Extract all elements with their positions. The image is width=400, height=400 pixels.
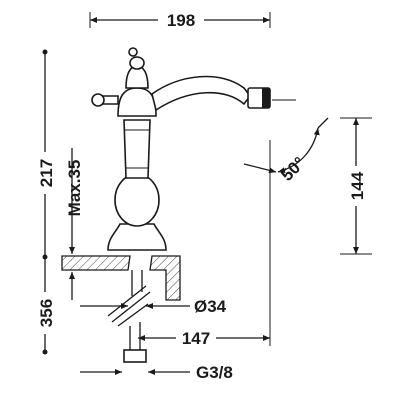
dim-max-thickness: Max.35 — [62, 148, 110, 300]
dim-width-top: 198 — [89, 10, 271, 30]
dim-connection: G3/8 — [80, 363, 233, 382]
label-356: 356 — [37, 299, 56, 327]
label-144: 144 — [348, 171, 367, 200]
label-217: 217 — [37, 159, 56, 187]
dim-diameter: Ø34 — [80, 297, 227, 316]
label-g38: G3/8 — [196, 363, 233, 382]
under-counter-parts — [107, 270, 151, 363]
label-angle: 50° — [277, 153, 309, 185]
label-198: 198 — [167, 11, 195, 30]
label-147: 147 — [182, 329, 210, 348]
label-max35: Max.35 — [65, 160, 84, 217]
dim-reach: 147 — [138, 140, 271, 348]
dim-angle: 50° — [243, 99, 329, 185]
dim-left-vertical: 217 356 — [33, 49, 57, 355]
dim-spout-height: 144 — [340, 117, 372, 255]
countertop-section — [61, 255, 181, 301]
label-diameter: Ø34 — [194, 297, 227, 316]
faucet-body — [91, 47, 271, 251]
